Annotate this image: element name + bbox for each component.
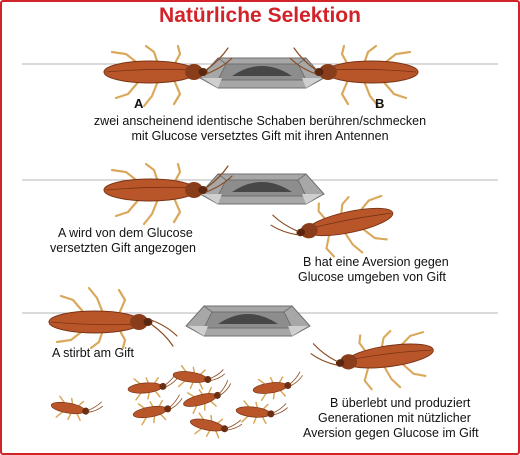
small-cockroach-icon [130,393,187,427]
caption-2-line-2: versetzten Gift angezogen [50,241,196,255]
small-cockroach-icon [250,370,306,403]
small-cockroach-icon [187,408,244,444]
small-cockroach-icon [48,392,105,426]
figure-title: Natürliche Selektion [159,4,361,27]
caption-1-line-1: zwei anscheinend identische Schaben berü… [93,114,427,128]
small-cockroach-icon [179,378,237,416]
poison-bait-icon [199,57,325,89]
small-cockroach-icon [234,397,289,428]
small-cockroach-icon [170,362,227,394]
cockroach-icon [308,324,439,400]
dead-cockroach-icon [47,286,179,350]
label-b: B [375,96,385,111]
caption-4-line-1: A stirbt am Gift [52,346,134,360]
caption-1-line-2: mit Glucose versetztes Gift mit ihren An… [131,129,389,143]
label-a: A [134,96,144,111]
caption-2-line-1: A wird von dem Glucose [58,226,193,240]
poison-bait-icon [199,173,325,205]
caption-5-line-3: Aversion gegen Glucose im Gift [303,426,479,440]
caption-5-line-2: Generationen mit nützlicher [318,411,471,425]
small-cockroach-icon [126,372,181,402]
poison-bait-icon [185,305,311,337]
caption-3-line-2: Glucose umgeben von Gift [298,270,446,284]
caption-5-line-1: B überlebt und produziert [330,396,471,410]
caption-3-line-1: B hat eine Aversion gegen [303,255,449,269]
